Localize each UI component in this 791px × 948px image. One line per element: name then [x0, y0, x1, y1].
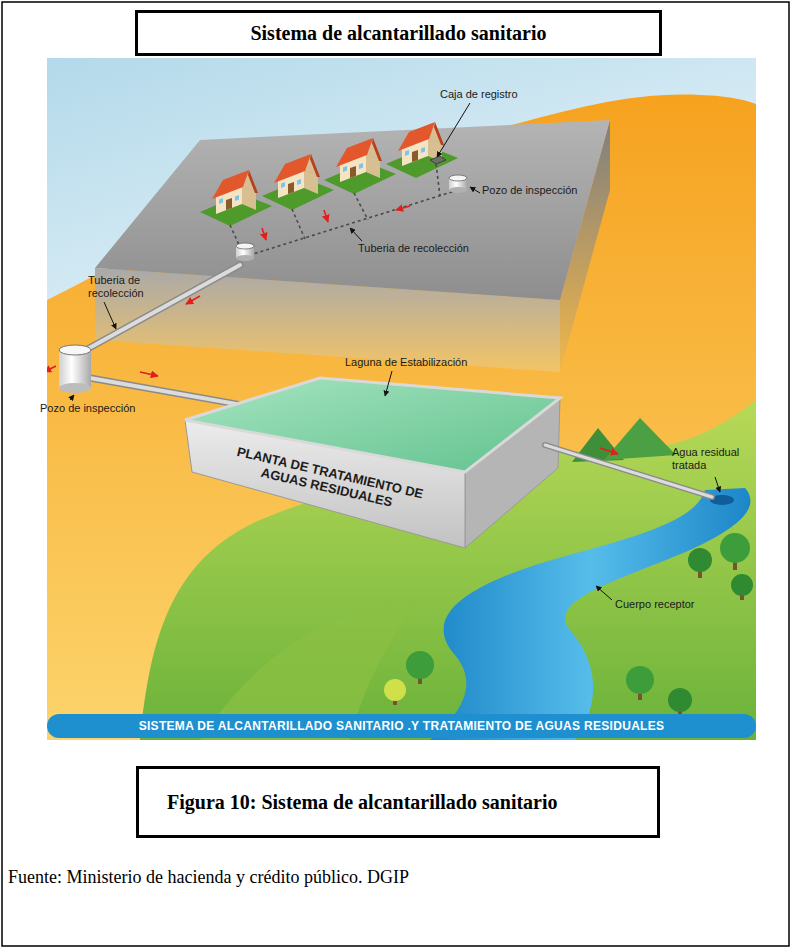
sky	[47, 58, 756, 740]
callout-label: Cuerpo receptor	[615, 598, 695, 611]
inspection-well-slab-part	[236, 243, 254, 249]
callout-label: Caja de registro	[440, 88, 518, 101]
callout-label: Tuberia de recolección	[88, 274, 158, 300]
banner-band: SISTEMA DE ALCANTARILLADO SANITARIO .Y T…	[47, 714, 756, 738]
collection-pipe-lower-part	[82, 265, 240, 352]
leader-lines-part	[715, 477, 720, 492]
landscape	[47, 58, 756, 740]
leader-lines-part	[385, 371, 392, 396]
houses-part	[262, 154, 334, 210]
houses-part	[200, 170, 272, 226]
red-flow-arrows-part	[140, 372, 158, 376]
leader-lines	[70, 103, 720, 600]
collection-pipes-dotted-part	[354, 193, 368, 220]
title-box: Sistema de alcantarillado sanitario	[135, 10, 662, 56]
trees-part	[731, 574, 753, 596]
trees	[384, 533, 753, 716]
leader-lines-part	[104, 302, 116, 329]
leader-lines-part	[350, 228, 362, 241]
houses	[200, 122, 458, 226]
callout-label: Agua residual tratada	[672, 446, 750, 472]
inspection-well-lower-part	[59, 345, 91, 355]
orange-terrain	[47, 95, 756, 740]
figure-title: Sistema de alcantarillado sanitario	[250, 22, 546, 45]
source-note: Fuente: Ministerio de hacienda y crédito…	[8, 866, 409, 888]
registration-box	[430, 156, 446, 164]
callout-label: Pozo de inspección	[482, 184, 577, 197]
inspection-well-lower	[59, 345, 91, 393]
trees-part	[688, 548, 712, 572]
red-flow-arrows-part	[600, 448, 618, 454]
collection-pipes-dotted-part	[436, 164, 440, 196]
trees-part	[406, 651, 434, 679]
street-slab-part	[95, 120, 610, 300]
trees-part	[668, 688, 692, 712]
leader-lines-part	[596, 586, 612, 600]
callout-label: Laguna de Estabilización	[345, 356, 467, 369]
red-flow-arrows-part	[324, 210, 328, 222]
red-flow-arrows-part	[396, 206, 410, 210]
callout-label: Pozo de inspección	[40, 402, 135, 415]
houses-part	[324, 138, 396, 194]
inspection-well-slab	[236, 243, 254, 261]
trees-part	[384, 679, 406, 701]
caption-box: Figura 10: Sistema de alcantarillado san…	[136, 766, 660, 838]
trees-part	[720, 533, 750, 563]
inspection-well-upper-part	[449, 175, 467, 181]
inspection-well-slab-part	[236, 255, 254, 261]
houses-part	[386, 122, 458, 178]
red-flow-arrows-part	[47, 366, 56, 372]
leader-lines-part	[470, 187, 480, 193]
leader-lines-part	[70, 395, 74, 400]
callout-label: Tuberia de recolección	[358, 242, 469, 255]
figure-caption: Figura 10: Sistema de alcantarillado san…	[167, 791, 558, 814]
leader-lines-part	[437, 103, 470, 157]
collection-pipes-dotted-part	[292, 209, 305, 239]
inspection-well-upper-part	[449, 187, 467, 193]
collection-pipe-lower-part	[82, 265, 240, 352]
red-flow-arrows-part	[262, 228, 266, 240]
inspection-well-lower-part	[59, 350, 91, 388]
treatment-plant	[185, 378, 560, 548]
street-slab	[95, 120, 610, 372]
inspection-well-lower-part	[59, 383, 91, 393]
inspection-well-upper	[449, 175, 467, 193]
trees-part	[626, 666, 654, 694]
node-text: SISTEMA DE ALCANTARILLADO SANITARIO .Y T…	[139, 719, 665, 733]
